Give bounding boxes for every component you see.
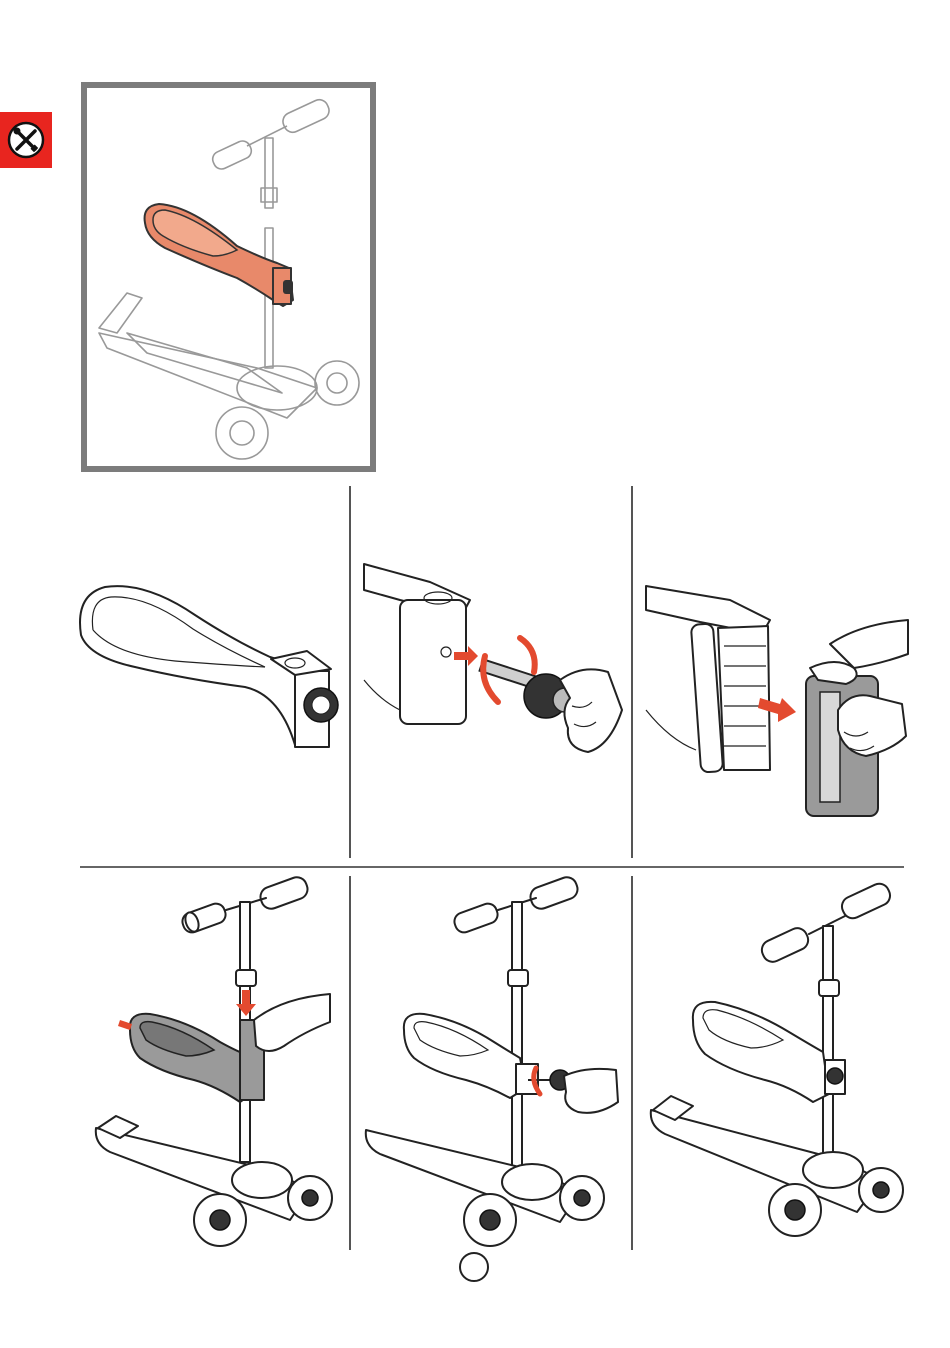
divider <box>349 486 351 858</box>
page-number-circle <box>459 1252 489 1282</box>
tools-icon <box>0 112 52 168</box>
divider <box>631 876 633 1250</box>
clamp-remove-illustration <box>640 580 910 825</box>
seat-unit-illustration <box>75 575 345 755</box>
seat-attach-illustration <box>90 880 330 1250</box>
section-tab <box>0 112 52 168</box>
assembled-scooter-illustration <box>645 880 905 1250</box>
divider <box>631 486 633 858</box>
knob-tighten-illustration <box>360 880 620 1250</box>
divider <box>349 876 351 1250</box>
divider <box>80 866 904 868</box>
knob-unscrew-illustration <box>360 560 625 765</box>
overview-frame <box>81 82 376 472</box>
seat-overview-illustration <box>87 88 370 466</box>
